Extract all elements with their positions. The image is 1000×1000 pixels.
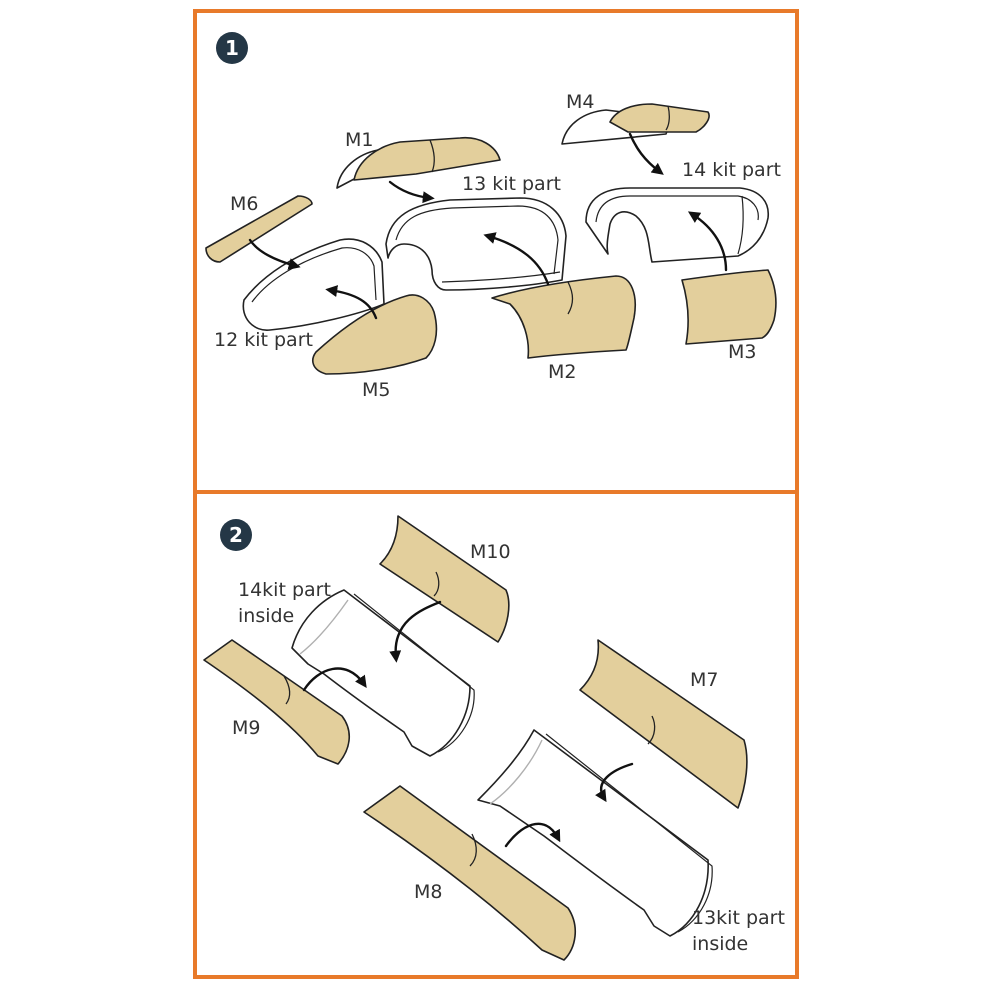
- arrow-m5-to-12: [325, 285, 378, 320]
- mask-m5: M5: [312, 294, 438, 401]
- m2-shape: [491, 275, 636, 359]
- part-14-seam: [737, 195, 744, 255]
- m9-shape: [203, 639, 350, 765]
- arrow-m7-to-13-inside: [595, 762, 634, 803]
- kit-part-14: 14 kit part: [585, 159, 781, 263]
- m1-shape: [353, 136, 501, 181]
- label-12-kit-part: 12 kit part: [214, 329, 313, 351]
- label-m3: M3: [728, 341, 756, 363]
- mask-m8: M8: [363, 785, 576, 961]
- m10-seam: [433, 571, 440, 597]
- arrow-m8-to-13-inside: [504, 822, 561, 848]
- m9-seam: [283, 675, 291, 705]
- mask-m7: M7: [579, 639, 748, 809]
- mask-m10: M10: [379, 515, 511, 643]
- kit-part-14-inside: 14kit part inside: [238, 579, 475, 757]
- part-13-inside-lip: [545, 733, 713, 933]
- m7-shape: [579, 639, 748, 809]
- label-14-kit-part: 14 kit part: [682, 159, 781, 181]
- panel-1-arrows: [248, 132, 728, 320]
- part-13-inside-outline: [477, 729, 709, 937]
- m4-seam: [665, 105, 670, 131]
- part-13-rim: [441, 271, 561, 283]
- part-14-inside-outline: [291, 589, 471, 757]
- arrow-m4-to-14: [628, 132, 664, 175]
- part-13-inside-grey-edge: [489, 739, 543, 805]
- label-m2: M2: [548, 361, 576, 383]
- m3-shape: [681, 269, 777, 345]
- kit-part-13: 13 kit part: [385, 173, 567, 291]
- step-2-circle: [220, 519, 252, 551]
- m2-seam: [567, 281, 574, 315]
- kit-part-12: 12 kit part: [214, 238, 385, 351]
- part-14-inside-grey-edge: [299, 599, 349, 655]
- part-13-outline: [385, 197, 567, 291]
- part-14-inside-lip: [353, 593, 475, 753]
- m8-seam: [469, 833, 477, 867]
- label-13kit-part-line2: inside: [692, 933, 748, 955]
- label-m8: M8: [414, 881, 442, 903]
- m1-seam: [429, 139, 435, 173]
- mask-m6: M6: [205, 193, 313, 263]
- label-m5: M5: [362, 379, 390, 401]
- m7-seam: [647, 715, 656, 745]
- m6-shape: [205, 195, 313, 263]
- mask-m3: M3: [681, 269, 777, 363]
- arrow-m10-to-14-inside: [389, 600, 442, 663]
- panel-2-arrows: [302, 600, 634, 848]
- mask-m9: M9: [203, 639, 350, 765]
- part-14-inner: [595, 195, 759, 223]
- m4-shape: [609, 103, 710, 133]
- step-1-circle: [216, 32, 248, 64]
- m10-shape: [379, 515, 510, 643]
- step-1-number: 1: [225, 36, 239, 60]
- arrow-m1-to-13: [388, 180, 435, 204]
- label-m10: M10: [470, 541, 511, 563]
- mask-m1: M1: [336, 129, 501, 189]
- mask-m4: M4: [561, 91, 710, 145]
- label-m6: M6: [230, 193, 258, 215]
- label-m1: M1: [345, 129, 373, 151]
- arrow-m3-to-14: [687, 211, 728, 272]
- label-13kit-part-line1: 13kit part: [692, 907, 785, 929]
- arrow-m9-to-14-inside: [302, 667, 367, 692]
- step-2-number: 2: [229, 523, 243, 547]
- label-14kit-part-line2: inside: [238, 605, 294, 627]
- label-14kit-part-line1: 14kit part: [238, 579, 331, 601]
- m8-shape: [363, 785, 576, 961]
- step-2-badge: 2: [220, 519, 252, 551]
- m5-shape: [312, 294, 438, 375]
- label-13-kit-part: 13 kit part: [462, 173, 561, 195]
- part-13-inner: [395, 205, 559, 275]
- label-m7: M7: [690, 669, 718, 691]
- arrow-m6-to-12: [248, 238, 301, 270]
- arrow-m2-to-13: [483, 232, 550, 286]
- part-12-inner: [251, 247, 377, 303]
- step-1-badge: 1: [216, 32, 248, 64]
- part-14-outline: [585, 187, 769, 263]
- label-m9: M9: [232, 717, 260, 739]
- label-m4: M4: [566, 91, 594, 113]
- kit-part-13-inside: 13kit part inside: [477, 729, 785, 955]
- panel-step-2: 2 M10 14kit part inside M9 M7: [193, 490, 799, 979]
- mask-m2: M2: [491, 275, 636, 383]
- panel-step-1: 1 M1 M4 M6 12 kit part: [193, 9, 799, 494]
